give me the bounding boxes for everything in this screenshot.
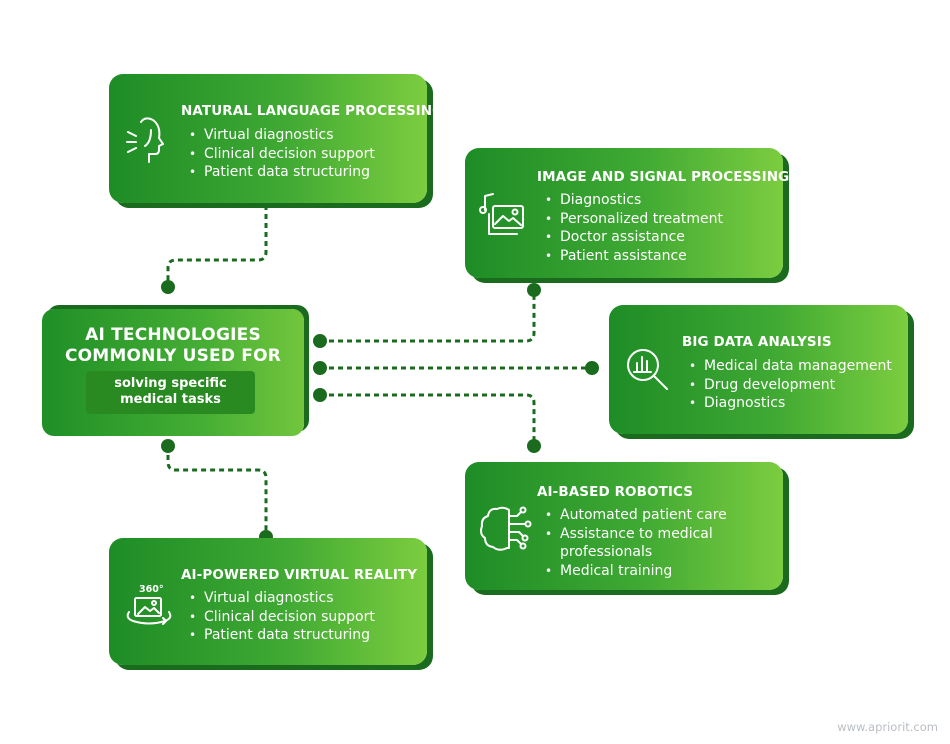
list-item: Doctor assistance [545,228,765,247]
card-robotics: AI-BASED ROBOTICS Automated patient care… [465,462,783,590]
card-vr: 360° AI-POWERED VIRTUAL REALITY Virtual … [109,538,427,665]
card-bigdata-list: Medical data management Drug development… [689,357,899,413]
hub-subtitle-line2: medical tasks [120,392,221,407]
card-vr-title: AI-POWERED VIRTUAL REALITY [181,567,418,583]
connector-dot [527,283,541,297]
card-nlp-title: NATURAL LANGUAGE PROCESSING [181,103,444,119]
hub-subtitle: solving specific medical tasks [86,371,255,414]
vr-360-icon [126,597,172,625]
list-item: Assistance to medical professionals [545,525,735,562]
hub-title-line1: AI TECHNOLOGIES [85,325,261,345]
card-bigdata-title: BIG DATA ANALYSIS [682,334,832,350]
card-image-title: IMAGE AND SIGNAL PROCESSING [537,169,790,185]
speaking-head-icon [126,117,164,163]
card-robotics-list: Automated patient care Assistance to med… [545,506,735,580]
list-item: Clinical decision support [189,608,409,627]
list-item: Medical training [545,562,735,581]
hub-title-line2: COMMONLY USED FOR [64,346,282,366]
connector-image [320,290,536,343]
list-item: Patient data structuring [189,626,409,645]
card-image: IMAGE AND SIGNAL PROCESSING Diagnostics … [465,148,789,278]
image-sound-icon [479,193,524,235]
connector-dot [313,334,327,348]
vr-360-label: 360° [139,584,164,595]
list-item: Drug development [689,376,899,395]
hub-card: AI TECHNOLOGIES COMMONLY USED FOR solvin… [42,309,304,436]
magnifier-chart-icon [627,349,668,390]
connector-dot [527,439,541,453]
connector-dot [585,361,599,375]
list-item: Virtual diagnostics [189,589,409,608]
connector-dot [161,280,175,294]
connector-nlp [166,205,268,287]
card-nlp-list: Virtual diagnostics Clinical decision su… [189,126,409,182]
connector-dot [313,361,327,375]
card-nlp: NATURAL LANGUAGE PROCESSING Virtual diag… [109,74,443,203]
list-item: Patient data structuring [189,163,409,182]
list-item: Automated patient care [545,506,735,525]
list-item: Personalized treatment [545,210,765,229]
connector-vr [166,446,268,537]
card-image-list: Diagnostics Personalized treatment Docto… [545,191,765,265]
list-item: Medical data management [689,357,899,376]
card-robotics-title: AI-BASED ROBOTICS [537,484,694,500]
card-bigdata: BIG DATA ANALYSIS Medical data managemen… [609,305,908,434]
connector-dot [161,439,175,453]
list-item: Clinical decision support [189,145,409,164]
connector-dot [313,388,327,402]
card-vr-list: Virtual diagnostics Clinical decision su… [189,589,409,645]
circuit-brain-icon [480,506,532,551]
hub-subtitle-line1: solving specific [114,376,227,391]
list-item: Virtual diagnostics [189,126,409,145]
list-item: Patient assistance [545,247,765,266]
list-item: Diagnostics [545,191,765,210]
connector-robotics [320,393,536,446]
hub-title: AI TECHNOLOGIES COMMONLY USED FOR [42,325,304,367]
list-item: Diagnostics [689,394,899,413]
watermark: www.apriorit.com [837,720,938,734]
